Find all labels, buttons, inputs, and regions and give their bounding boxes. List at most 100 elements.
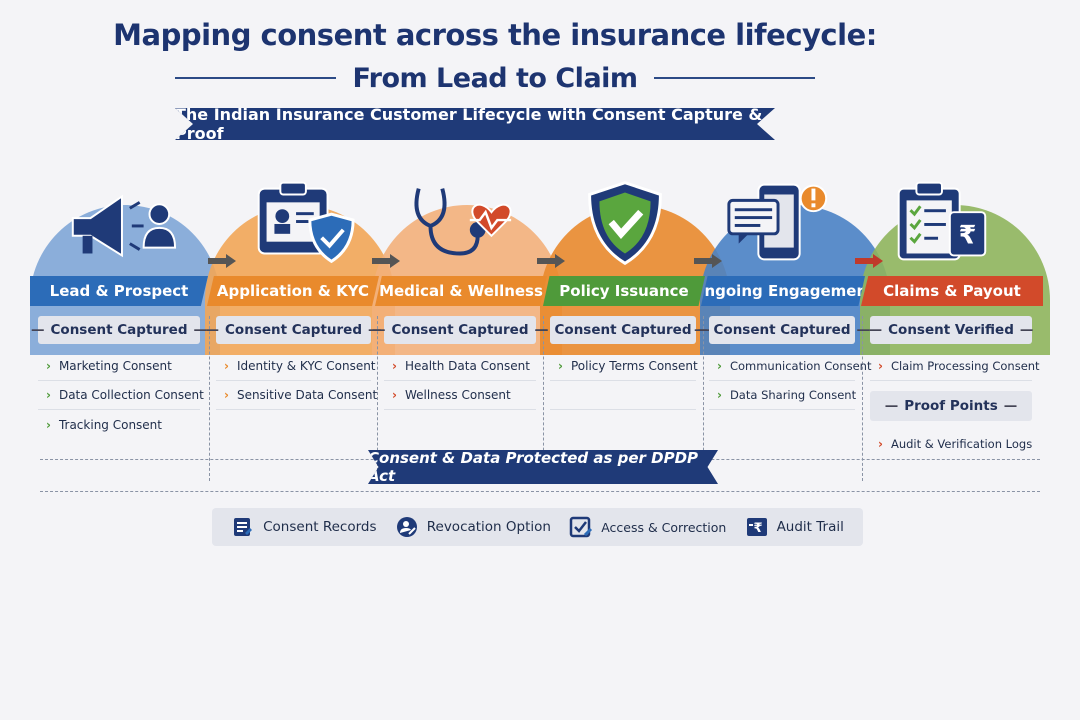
- list-item: › Communication Consent: [709, 352, 871, 381]
- consent-pill: —Consent Verified—: [869, 316, 1033, 344]
- stage-column-lead: —Consent Captured— › Marketing Consent › D…: [31, 316, 207, 439]
- stage-column-engagement: —Consent Captured— › Communication Consen…: [694, 316, 871, 410]
- consent-pill: —Consent Captured—: [535, 316, 711, 344]
- column-divider-5: [862, 316, 863, 481]
- records-icon: [234, 518, 253, 536]
- stage-column-application: —Consent Captured— › Identity & KYC Conse…: [206, 316, 382, 410]
- pill-label: Consent Captured: [50, 322, 188, 338]
- stage-column-policy: —Consent Captured— › Policy Terms Consent: [535, 316, 711, 410]
- chevron-right-icon: ›: [558, 359, 563, 373]
- id-card-shield-icon: [240, 178, 360, 268]
- dpdp-banner: Consent & Data Protected as per DPDP Act: [368, 450, 718, 484]
- column-divider-4: [703, 316, 704, 481]
- list-item-empty: [550, 381, 696, 410]
- chevron-right-icon: ›: [46, 417, 51, 432]
- subtitle-row: From Lead to Claim: [175, 58, 815, 98]
- lifecycle-banner: The Indian Insurance Customer Lifecycle …: [175, 108, 775, 140]
- list-item: › Sensitive Data Consent: [216, 381, 377, 410]
- item-label: Health Data Consent: [404, 359, 530, 373]
- footer-item-audit-trail: ₹ Audit Trail: [745, 515, 844, 539]
- svg-text:₹: ₹: [959, 221, 977, 251]
- chevron-right-icon: ›: [224, 388, 229, 402]
- chevron-right-icon: ›: [878, 359, 883, 373]
- chevron-right-icon: ›: [392, 388, 397, 402]
- subtitle-line-left: [175, 77, 337, 79]
- chevron-right-icon: ›: [224, 359, 229, 373]
- footer-item-consent-records: Consent Records: [231, 515, 377, 539]
- list-item: › Data Collection Consent: [38, 381, 204, 410]
- list-item: › Tracking Consent: [38, 410, 200, 439]
- megaphone-person-icon: [60, 178, 180, 268]
- stage-header-lead: Lead & Prospect: [30, 276, 208, 306]
- chevron-right-icon: ›: [878, 436, 883, 451]
- item-label: Marketing Consent: [58, 359, 172, 373]
- stage-column-medical: —Consent Captured— ›Health Data Consent …: [372, 316, 548, 410]
- pill-label: Consent Captured: [713, 322, 851, 338]
- chevron-right-icon: ›: [46, 388, 51, 402]
- consent-pill: —Consent Captured—: [694, 316, 870, 344]
- phone-message-icon: [720, 178, 840, 268]
- stage-header-medical: Medical & Wellness: [375, 276, 547, 306]
- proof-points-pill: —Proof Points—: [870, 391, 1032, 421]
- shield-check-icon: [565, 178, 685, 268]
- consent-pill: —Consent Captured—: [31, 316, 207, 344]
- item-label: Data Sharing Consent: [729, 388, 857, 402]
- stage-header-engagement: Ongoing Engagement: [701, 276, 865, 306]
- pill-label: Consent Verified: [888, 322, 1014, 338]
- list-item: › Data Sharing Consent: [709, 381, 857, 410]
- chevron-right-icon: ›: [717, 388, 722, 402]
- chevron-right-icon: ›: [392, 359, 397, 373]
- page-title: Mapping consent across the insurance lif…: [113, 18, 877, 52]
- dashed-line-bottom: [40, 491, 1040, 492]
- stage-header-policy: Policy Issuance: [543, 276, 705, 306]
- arrow-connector-1: [208, 254, 236, 268]
- list-item: › Claim Processing Consent: [870, 352, 1040, 381]
- page-subtitle: From Lead to Claim: [352, 62, 638, 94]
- stage-column-claims: —Consent Verified— › Claim Processing Con…: [869, 316, 1040, 458]
- footer-item-access-correction: Access & Correction: [569, 515, 726, 539]
- access-correction-icon: [569, 516, 593, 538]
- arrow-connector-3: [537, 254, 565, 268]
- item-label: Policy Terms Consent: [570, 359, 698, 373]
- stage-header-application: Application & KYC: [207, 276, 379, 306]
- arrow-connector-2: [372, 254, 400, 268]
- list-item: › Wellness Consent: [384, 381, 536, 410]
- footer-label: Revocation Option: [426, 519, 551, 535]
- list-item: › Health Data Consent: [384, 352, 536, 381]
- pill-label: Consent Captured: [554, 322, 692, 338]
- item-label: Audit & Verification Logs: [890, 436, 1033, 451]
- item-label: Sensitive Data Consent: [236, 388, 378, 402]
- list-item: › Policy Terms Consent: [550, 352, 698, 381]
- item-label: Claim Processing Consent: [890, 359, 1040, 373]
- pill-label: Consent Captured: [225, 322, 362, 338]
- chevron-right-icon: ›: [717, 359, 722, 373]
- list-item: › Audit & Verification Logs: [870, 429, 1032, 458]
- footer-label: Access & Correction: [601, 519, 727, 535]
- consent-pill: —Consent Captured—: [372, 316, 548, 344]
- item-label: Tracking Consent: [58, 417, 162, 432]
- footer-item-revocation: Revocation Option: [395, 515, 551, 539]
- audit-trail-icon: ₹: [746, 518, 767, 536]
- list-item: › Marketing Consent: [38, 352, 200, 381]
- chevron-right-icon: ›: [46, 359, 51, 373]
- stethoscope-heart-icon: [400, 178, 520, 268]
- item-label: Data Collection Consent: [58, 388, 204, 402]
- footer-label: Consent Records: [263, 519, 377, 535]
- consent-pill: —Consent Captured—: [206, 316, 382, 344]
- column-divider-3: [543, 316, 544, 481]
- column-divider-2: [377, 316, 378, 481]
- item-label: Communication Consent: [729, 359, 872, 373]
- footer-label: Audit Trail: [776, 519, 844, 535]
- arrow-connector-4: [694, 254, 722, 268]
- column-divider-1: [209, 316, 210, 481]
- pill-label: Proof Points: [904, 398, 998, 414]
- stage-header-claims: Claims & Payout: [861, 276, 1043, 306]
- arrow-connector-5: [855, 254, 883, 268]
- item-label: Wellness Consent: [404, 388, 511, 402]
- proof-footer: Consent Records Revocation Option Access…: [212, 508, 863, 546]
- item-label: Identity & KYC Consent: [236, 359, 376, 373]
- revocation-icon: [396, 517, 417, 537]
- list-item: › Identity & KYC Consent: [216, 352, 376, 381]
- svg-text:₹: ₹: [753, 521, 762, 536]
- pill-label: Consent Captured: [391, 322, 529, 338]
